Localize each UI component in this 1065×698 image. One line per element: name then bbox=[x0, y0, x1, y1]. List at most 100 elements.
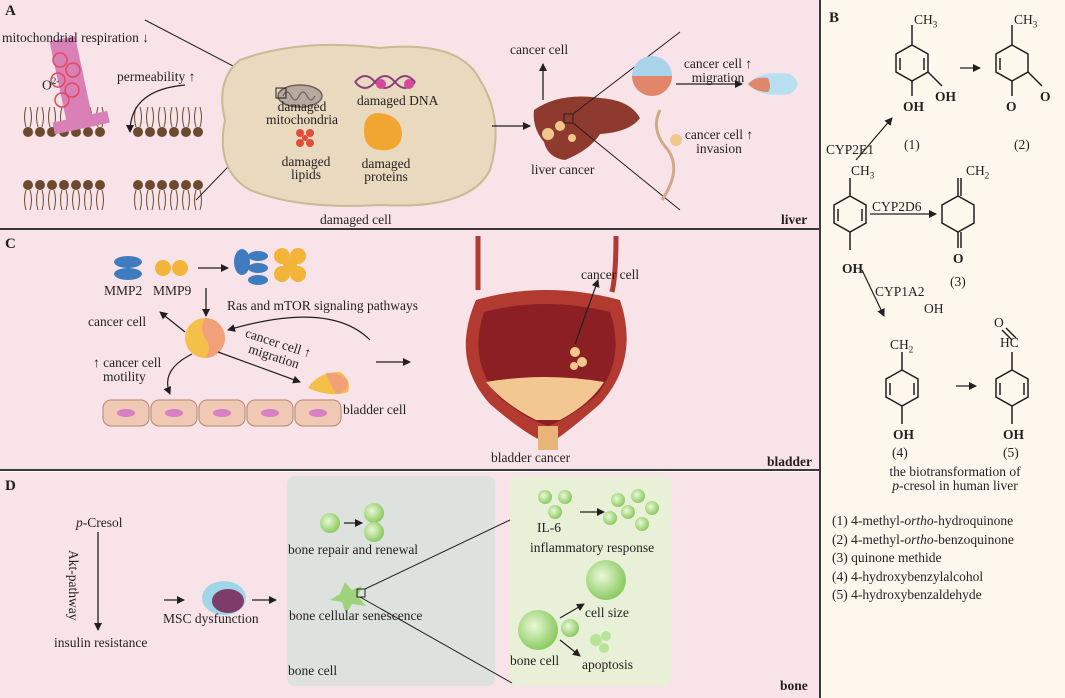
compound-number-2: (2) bbox=[1014, 137, 1030, 152]
bladder-cancer-label: bladder cancer bbox=[491, 450, 571, 465]
lipid-tail bbox=[146, 189, 154, 211]
damaged-dna-label: damaged DNA bbox=[357, 93, 439, 108]
lipid-head bbox=[157, 127, 167, 137]
cell-size-label: cell size bbox=[585, 605, 629, 620]
o-label-2a: O bbox=[1040, 89, 1051, 104]
compound-number-5: (5) bbox=[1003, 445, 1019, 460]
panel-label-d: D bbox=[5, 478, 16, 494]
apoptotic-bodies bbox=[590, 631, 611, 653]
chemical-structures bbox=[833, 25, 1043, 424]
lipid-head bbox=[35, 127, 45, 137]
compound-number-4: (4) bbox=[892, 445, 908, 460]
lipid-head bbox=[145, 127, 155, 137]
legend-item: (5) 4-hydroxybenzaldehyde bbox=[832, 587, 982, 602]
il6-label: IL-6 bbox=[537, 520, 561, 535]
panel-label-a: A bbox=[5, 3, 16, 19]
lipid-tail bbox=[182, 106, 190, 128]
cancer-cell-c bbox=[185, 318, 225, 358]
lipid-head bbox=[169, 180, 179, 190]
membrane-left bbox=[23, 106, 203, 211]
lipid-tail bbox=[24, 189, 32, 211]
mitochondrial-respiration-label: mitochondrial respiration ↓ bbox=[2, 30, 149, 45]
lipid-tail bbox=[84, 189, 92, 211]
lipid-tail bbox=[158, 106, 166, 128]
lipid-tail bbox=[134, 189, 142, 211]
o-label-3: O bbox=[953, 251, 964, 266]
lipid-tail bbox=[146, 106, 154, 128]
lipid-head bbox=[95, 127, 105, 137]
divider-cd bbox=[0, 469, 819, 471]
oh-label-1a: OH bbox=[935, 89, 957, 104]
lipid-head bbox=[35, 180, 45, 190]
mmp9-icon bbox=[155, 260, 188, 276]
legend-item: (3) quinone methide bbox=[832, 550, 942, 565]
organ-label-liver: liver bbox=[781, 212, 808, 227]
apoptosis-label: apoptosis bbox=[582, 657, 634, 672]
invasion-label: cancer cell ↑invasion bbox=[684, 127, 754, 156]
enzyme-cyp1a2: CYP1A2 bbox=[875, 284, 925, 299]
protein-icon bbox=[364, 113, 402, 151]
liver-cancer-label: liver cancer bbox=[531, 162, 595, 177]
panel-label-b: B bbox=[829, 10, 840, 26]
migrating-cell bbox=[748, 73, 798, 95]
liver-icon bbox=[533, 96, 640, 160]
cancer-cell-sphere bbox=[632, 56, 672, 96]
lipid-tail bbox=[60, 189, 68, 211]
lipid-head bbox=[181, 180, 191, 190]
lipid-tail bbox=[158, 189, 166, 211]
bone-repair-label: bone repair and renewal bbox=[288, 542, 419, 557]
o2-radicals bbox=[50, 52, 81, 108]
lipid-tail bbox=[194, 189, 202, 211]
migrated-cell-c bbox=[308, 372, 349, 395]
hc-label-5: HC bbox=[1000, 335, 1019, 350]
p-cresol-label: p-Cresol bbox=[76, 515, 123, 530]
lipid-head bbox=[157, 180, 167, 190]
lipid-head bbox=[23, 127, 33, 137]
lipid-tail bbox=[96, 189, 104, 211]
ch2-label-3: CH2 bbox=[966, 163, 990, 181]
lipid-head bbox=[133, 127, 143, 137]
bladder-cell-label: bladder cell bbox=[343, 402, 407, 417]
panel-label-c: C bbox=[5, 236, 16, 252]
cell-nucleus bbox=[213, 409, 231, 417]
lipid-tail bbox=[24, 106, 32, 128]
cancer-cell-label-c: cancer cell bbox=[88, 314, 147, 329]
lipids-icon bbox=[296, 129, 314, 147]
migration-label-a: cancer cell ↑migration bbox=[683, 56, 753, 85]
lipid-tail bbox=[170, 106, 178, 128]
lipid-tail bbox=[182, 189, 190, 211]
cancer-cell-label-a: cancer cell bbox=[510, 42, 569, 57]
oh-label-cresol: OH bbox=[842, 261, 864, 276]
compound-legend: (1) 4-methyl-ortho-hydroquinone (2) 4-me… bbox=[832, 512, 1014, 605]
damaged-lipids-label: damaged lipids bbox=[281, 154, 331, 182]
lipid-head bbox=[59, 180, 69, 190]
bladder-icon bbox=[465, 235, 627, 450]
lipid-tail bbox=[48, 189, 56, 211]
o-label-2b: O bbox=[1006, 99, 1017, 114]
dna-icon bbox=[354, 75, 416, 89]
cancer-cell-label-bladder: cancer cell bbox=[581, 267, 640, 282]
lipid-head bbox=[83, 180, 93, 190]
organ-label-bone: bone bbox=[780, 678, 808, 693]
legend-item: (1) 4-methyl-ortho-hydroquinone bbox=[832, 513, 1014, 528]
mmp-complex-icon bbox=[234, 248, 306, 285]
ch3-label-1: CH3 bbox=[914, 12, 938, 30]
mmp2-label: MMP2 bbox=[104, 283, 143, 298]
il6-cells bbox=[538, 489, 659, 531]
damaged-cell-shape bbox=[221, 43, 497, 207]
lipid-tail bbox=[36, 189, 44, 211]
compound-number-1: (1) bbox=[904, 137, 920, 152]
msc-icon bbox=[202, 581, 246, 615]
lipid-head bbox=[193, 180, 203, 190]
oh-label-5: OH bbox=[1003, 427, 1025, 442]
enzyme-cyp2d6: CYP2D6 bbox=[872, 199, 922, 214]
oh-label-1b: OH bbox=[903, 99, 925, 114]
ch3-label-cresol: CH3 bbox=[851, 163, 875, 181]
bone-cell-box bbox=[287, 476, 495, 686]
lipid-head bbox=[71, 180, 81, 190]
lipid-tail bbox=[72, 189, 80, 211]
enzyme-cyp2e1: CYP2E1 bbox=[826, 142, 875, 157]
